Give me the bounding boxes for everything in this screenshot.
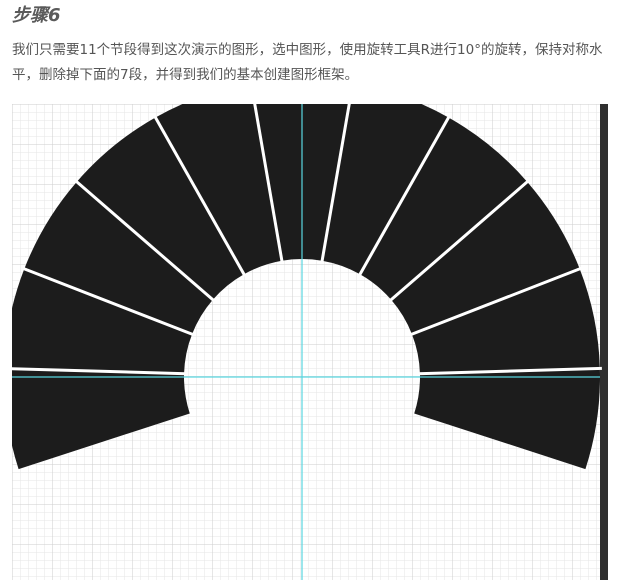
- segment-separator: [357, 115, 451, 277]
- segment-separator: [320, 104, 351, 263]
- vertical-ruler: [600, 104, 608, 580]
- segment-separator: [12, 367, 187, 376]
- fan-segment: [391, 181, 580, 335]
- segment-separator: [409, 266, 583, 337]
- segment-separator: [74, 179, 216, 303]
- fan-segment: [322, 104, 449, 275]
- fan-segments: [12, 104, 601, 470]
- segment-separator: [253, 104, 284, 263]
- fan-segment: [12, 368, 190, 470]
- fan-segment: [411, 268, 600, 374]
- segment-separator: [417, 366, 602, 376]
- segment-separator: [21, 266, 195, 337]
- step-description: 我们只需要11个节段得到这次演示的图形，选中图形，使用旋转工具R进行10°的旋转…: [12, 42, 603, 83]
- fan-segment: [155, 104, 282, 275]
- fan-segment: [24, 181, 213, 335]
- segment-separators: [12, 104, 602, 376]
- segment-separator: [153, 115, 247, 277]
- illustration-canvas: [12, 104, 608, 580]
- fan-segment: [76, 117, 244, 300]
- fan-segment: [414, 368, 601, 470]
- segment-separator: [388, 179, 530, 303]
- fan-segment: [12, 268, 193, 374]
- fan-segment: [360, 117, 528, 300]
- step-title: 步骤6: [12, 5, 61, 26]
- fan-illustration-svg: [12, 104, 608, 580]
